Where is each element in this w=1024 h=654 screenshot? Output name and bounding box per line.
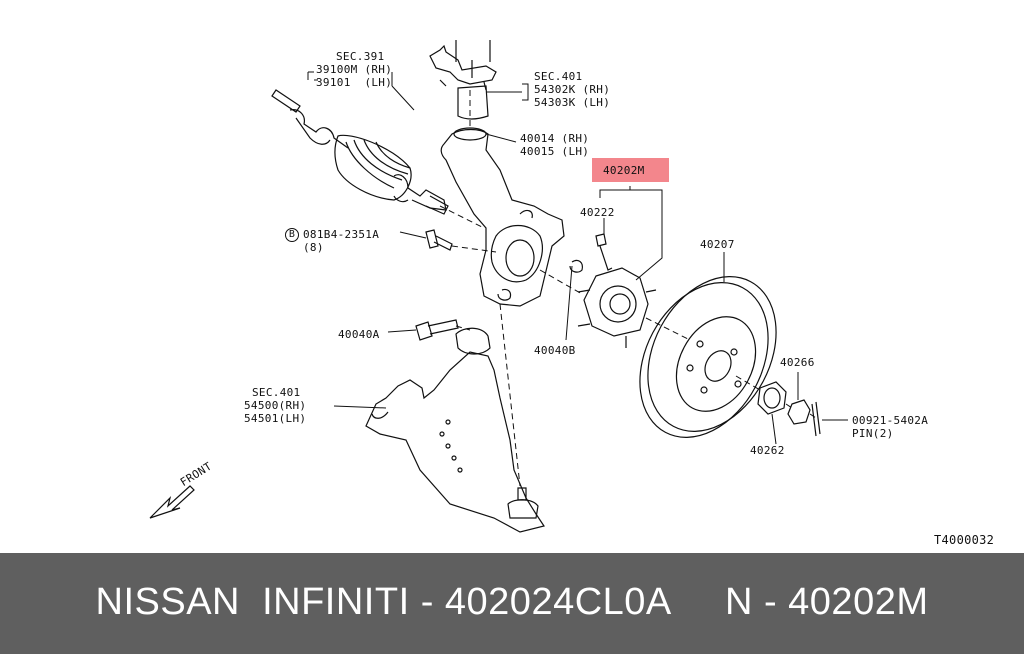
nut-cap-pin-drawing — [757, 381, 821, 437]
label-54501: 54501(LH) — [244, 412, 307, 425]
leader-lines — [307, 71, 848, 445]
footer-caption: NISSAN INFINITI - 402024CL0A N - 40202M — [95, 581, 929, 623]
label-081b4: 081B4-2351A — [303, 228, 380, 241]
parts-diagram: SEC.391 39100M (RH) 39101 (LH) SEC.401 5… — [149, 40, 995, 547]
footer-banner: NISSAN INFINITI - 402024CL0A N - 40202M — [0, 553, 1024, 654]
label-sec401-top: SEC.401 — [534, 70, 583, 83]
bolt-circle-marker: B — [285, 228, 299, 242]
assembly-lines — [439, 90, 817, 487]
strut-drawing — [429, 40, 497, 120]
label-40222: 40222 — [580, 206, 615, 219]
drive-shaft-drawing — [271, 89, 449, 215]
label-40014: 40014 (RH) — [520, 132, 590, 145]
bolt-drawings — [415, 229, 613, 341]
label-40207: 40207 — [700, 238, 735, 251]
highlight-box-40202m — [592, 158, 669, 182]
label-40040b: 40040B — [534, 344, 576, 357]
label-081b4-qty: (8) — [303, 241, 324, 254]
label-40262: 40262 — [750, 444, 785, 457]
lower-arm-drawing — [365, 327, 545, 533]
label-54500: 54500(RH) — [244, 399, 307, 412]
label-40202m: 40202M — [603, 164, 645, 177]
label-40266: 40266 — [780, 356, 815, 369]
label-54302k: 54302K (RH) — [534, 83, 611, 96]
label-39101: 39101 (LH) — [316, 76, 393, 89]
label-sec391: SEC.391 — [336, 50, 385, 63]
label-pin: PIN(2) — [852, 427, 894, 440]
rotor-drawing — [639, 276, 777, 438]
label-sec401-bottom: SEC.401 — [252, 386, 301, 399]
diagram-drawing — [149, 40, 848, 533]
hub-drawing — [577, 267, 657, 348]
label-00921: 00921-5402A — [852, 414, 929, 427]
label-54303k: 54303K (LH) — [534, 96, 611, 109]
label-39100m: 39100M (RH) — [316, 63, 393, 76]
diagram-code: T4000032 — [934, 533, 995, 547]
label-40040a: 40040A — [338, 328, 380, 341]
front-arrow-drawing — [149, 485, 195, 519]
label-40015: 40015 (LH) — [520, 145, 590, 158]
